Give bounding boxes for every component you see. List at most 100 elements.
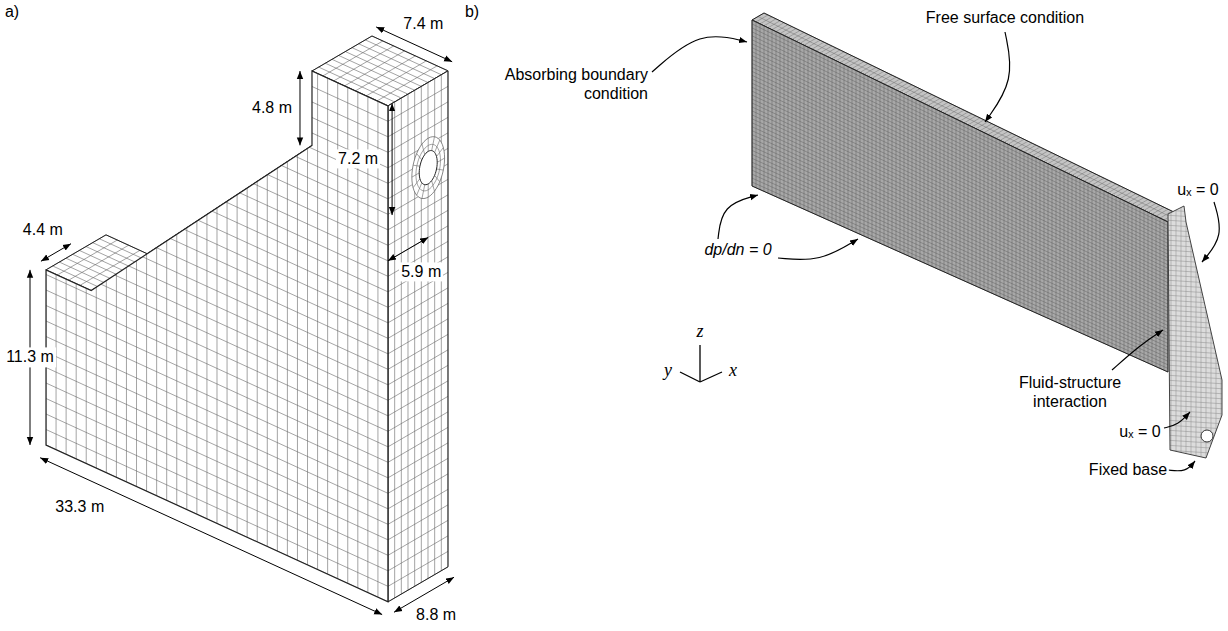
mesh-line — [1164, 435, 1226, 439]
gallery-mesh-line — [417, 154, 422, 160]
mesh-line — [752, 99, 1168, 293]
mesh-line — [1166, 200, 1167, 462]
mesh-line — [1164, 310, 1226, 314]
mesh-line — [388, 551, 448, 586]
gallery-mesh-line — [437, 158, 444, 162]
mesh-line — [388, 412, 448, 447]
mesh-line — [1164, 265, 1226, 269]
mesh-line — [388, 381, 448, 416]
mesh-line — [1164, 315, 1226, 319]
mesh-line — [106, 0, 107, 473]
mesh-line — [46, 337, 388, 494]
mesh-line — [388, 458, 448, 493]
mesh-line — [388, 102, 448, 137]
mesh-line — [46, 414, 388, 571]
mesh-line — [1164, 375, 1226, 379]
reservoir-face — [752, 20, 1168, 372]
mesh-line — [46, 383, 388, 540]
mesh-line — [1164, 385, 1226, 389]
mesh-line — [1164, 345, 1226, 349]
mesh-line — [46, 182, 388, 339]
mesh-line — [46, 228, 388, 385]
mesh-line — [752, 71, 1168, 268]
mesh-line — [388, 474, 448, 509]
mesh-line — [1164, 370, 1226, 374]
mesh-line — [752, 28, 1168, 229]
mesh-line — [388, 520, 448, 555]
leader-lines — [652, 32, 1219, 471]
mesh-line — [388, 319, 448, 354]
gallery-mesh-line — [432, 137, 435, 151]
mesh-line — [752, 158, 1168, 347]
mesh-line — [752, 146, 1168, 336]
gallery-mesh-line — [437, 169, 444, 170]
leader-arrow — [1164, 412, 1190, 428]
mesh-line — [126, 0, 127, 482]
mesh-line — [1226, 200, 1227, 462]
dimension-label: 8.8 m — [414, 606, 458, 625]
mesh-line — [46, 259, 388, 416]
mesh-line — [46, 306, 388, 463]
mesh-line — [116, 0, 117, 477]
mesh-line — [388, 226, 448, 261]
mesh-line — [345, 52, 421, 87]
mesh-line — [1164, 205, 1226, 209]
mesh-line — [1164, 405, 1226, 409]
mesh-line — [1164, 290, 1226, 294]
mesh-line — [1164, 415, 1226, 419]
mesh-line — [1164, 325, 1226, 329]
gallery-hole — [419, 151, 437, 185]
mesh-line — [752, 119, 1168, 311]
mesh-line — [1164, 225, 1226, 229]
gallery-mesh-line — [437, 148, 444, 157]
leader-arrow — [718, 195, 758, 239]
mesh-line — [46, 73, 388, 230]
mesh-line — [752, 67, 1168, 264]
mesh-line — [1164, 280, 1226, 284]
gallery-mesh-line — [435, 175, 440, 181]
boundary-label: Free surface condition — [924, 8, 1086, 27]
mesh-line — [46, 0, 388, 106]
mesh-line — [752, 87, 1168, 283]
boundary-label: Absorbing boundary condition — [476, 65, 650, 103]
mesh-line — [388, 396, 448, 431]
mesh-line — [46, 58, 388, 215]
mesh-line — [752, 75, 1168, 272]
mesh-line — [1191, 200, 1192, 462]
mesh-line — [339, 55, 415, 90]
axis-line — [699, 345, 700, 382]
mesh-line — [388, 288, 448, 323]
mesh-line — [388, 536, 448, 571]
dimension-line — [41, 244, 71, 261]
mesh-line — [46, 244, 388, 401]
mesh-line — [146, 0, 147, 491]
mesh-line — [1186, 200, 1187, 462]
dimension-label: 5.9 m — [399, 262, 443, 281]
mesh-line — [46, 321, 388, 478]
dimension-lines — [30, 27, 454, 615]
mesh-line — [752, 79, 1168, 275]
boundary-label: uₓ = 0 — [1117, 422, 1162, 441]
mesh-line — [388, 86, 448, 121]
face-outline — [388, 71, 448, 602]
section-outline — [46, 71, 388, 602]
mesh-line — [46, 120, 388, 277]
mesh-line — [388, 195, 448, 230]
mesh-line — [46, 89, 388, 246]
mesh-line — [752, 52, 1168, 251]
mesh-line — [46, 0, 388, 121]
dimension-label: 33.3 m — [53, 497, 106, 516]
gallery-mesh-line — [422, 144, 425, 155]
mesh-line — [46, 166, 388, 323]
mesh-line — [388, 443, 448, 478]
mesh-line — [46, 135, 388, 292]
leader-arrow — [1202, 202, 1219, 262]
mesh-line — [1164, 250, 1226, 254]
mesh-line — [752, 56, 1168, 255]
mesh-line — [1221, 200, 1222, 462]
gallery-mesh-line — [428, 138, 429, 151]
dimension-label: 7.4 m — [401, 15, 445, 34]
mesh-line — [136, 0, 137, 487]
mesh-line — [1201, 200, 1202, 462]
